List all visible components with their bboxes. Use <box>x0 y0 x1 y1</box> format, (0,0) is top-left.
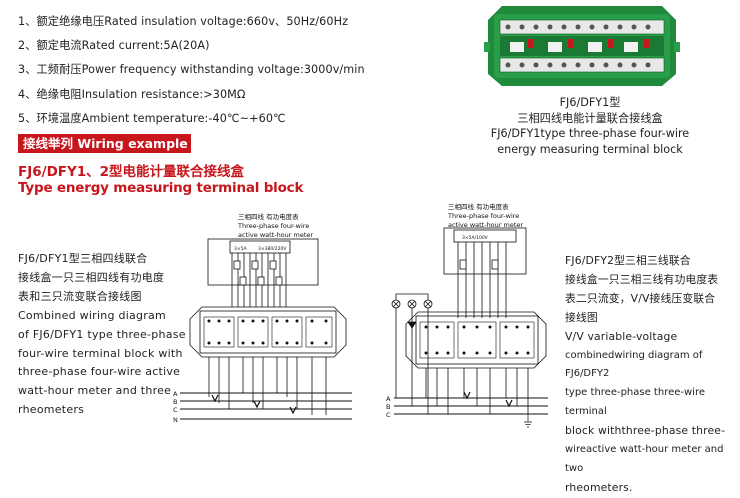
bus-label: C <box>173 406 178 414</box>
bus-label: B <box>173 398 177 406</box>
bus-label: A <box>386 395 391 403</box>
desc-line: V/V variable-voltage <box>565 329 678 343</box>
desc-line: three-phase four-wire active <box>18 365 181 379</box>
meter-mark: 3×380/220V <box>258 246 287 252</box>
bus-label: A <box>173 390 178 398</box>
bus-lines <box>180 392 352 420</box>
terminal-block-outline <box>189 306 347 358</box>
meter-terminal-strip <box>229 240 291 254</box>
diagram-label: active watt-hour meter <box>448 221 523 229</box>
terminal-block-photo <box>484 6 680 86</box>
indicator-lamps <box>391 299 433 309</box>
bus-label: C <box>386 411 391 419</box>
product-caption: FJ6/DFY1型 三相四线电能计量联合接线盒 FJ6/DFY1type thr… <box>485 95 695 157</box>
wiring-example-banner: 接线举列 Wiring example <box>18 134 191 153</box>
desc-line: combinedwiring diagram of FJ6/DFY2 <box>565 349 703 380</box>
diagram-label: 三相四线 有功电度表 <box>448 202 509 211</box>
desc-line: type three-phase three-wire terminal <box>565 387 705 418</box>
desc-line: four-wire terminal block with <box>18 346 183 360</box>
bus-label: B <box>386 403 390 411</box>
desc-line: 接线盒一只三相三线有功电度表 <box>565 272 719 286</box>
diagram-label: Three-phase four-wire <box>447 212 519 220</box>
wiring-diagram-right: 三相四线 有功电度表 Three-phase four-wire active … <box>386 202 548 428</box>
spec-item: 1、额定绝缘电压Rated insulation voltage:660v、50… <box>18 15 349 28</box>
desc-line: block withthree-phase three- <box>565 424 726 438</box>
desc-line: Combined wiring diagram <box>18 308 166 322</box>
spec-item: 4、绝缘电阻Insulation resistance:>30MΩ <box>18 87 246 101</box>
meter-mark: 3×5A/100V <box>462 235 489 241</box>
description-right: FJ6/DFY2型三相三线联合 接线盒一只三相三线有功电度表 表二只流变，V/V… <box>565 252 737 498</box>
section-title-cn: FJ6/DFY1、2型电能计量联合接线盒 <box>18 164 245 180</box>
desc-line: 表和三只流变联合接线图 <box>18 289 142 303</box>
caption-line: FJ6/DFY1type three-phase four-wire <box>490 127 690 140</box>
meter-mark: 3×5A <box>234 246 247 252</box>
specs-list: 1、额定绝缘电压Rated insulation voltage:660v、50… <box>18 10 365 131</box>
diagram-label: Three-phase four-wire <box>237 222 309 230</box>
wiring-diagram-left: 三相四线 有功电度表 Three-phase four-wire active … <box>173 212 352 424</box>
desc-line: 接线盒一只三相四线有功电度 <box>18 270 165 284</box>
desc-line: rheometers <box>18 403 85 417</box>
bus-lines <box>394 397 548 415</box>
spec-item: 3、工频耐压Power frequency withstanding volta… <box>18 63 365 77</box>
desc-line: 接线图 <box>565 310 598 324</box>
section-title-en: Type energy measuring terminal block <box>18 180 304 196</box>
spec-item: 5、环境温度Ambient temperature:-40℃~+60℃ <box>18 111 286 125</box>
caption-line: energy measuring terminal block <box>497 142 683 156</box>
diagram-label: 三相四线 有功电度表 <box>238 212 299 221</box>
desc-line: 表二只流变，V/V接线压变联合 <box>565 291 716 305</box>
caption-line: FJ6/DFY1型 <box>559 96 621 109</box>
desc-line: wireactive watt-hour meter and two <box>565 444 724 474</box>
meter-terminal-strip <box>453 229 517 243</box>
description-left: FJ6/DFY1型三相四线联合 接线盒一只三相四线有功电度 表和三只流变联合接线… <box>18 250 203 420</box>
caption-line: 三相四线电能计量联合接线盒 <box>517 111 663 125</box>
meter-box <box>443 227 527 275</box>
desc-line: FJ6/DFY1型三相四线联合 <box>18 252 148 265</box>
bus-label: N <box>173 416 178 424</box>
terminal-block-outline <box>405 311 547 369</box>
spec-item: 2、额定电流Rated current:5A(20A) <box>18 39 210 53</box>
desc-line: FJ6/DFY2型三相三线联合 <box>565 254 691 267</box>
desc-line: rheometers. <box>565 480 633 494</box>
diagram-label: active watt-hour meter <box>238 231 313 239</box>
desc-line: watt-hour meter and three <box>18 384 172 398</box>
desc-line: of FJ6/DFY1 type three-phase <box>18 327 186 341</box>
